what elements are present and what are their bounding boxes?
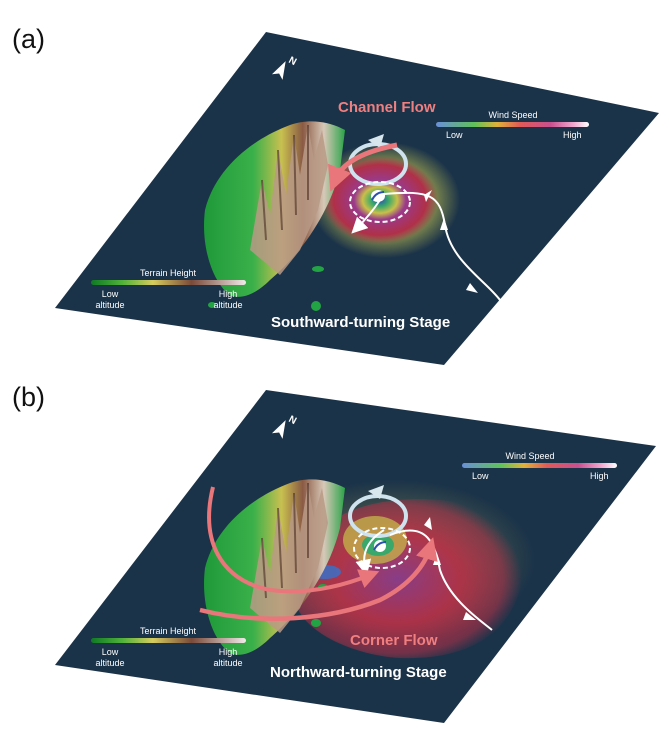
panel-b-label: (b) xyxy=(12,382,45,412)
wind-speed-legend: Wind Speed Low High xyxy=(462,451,617,481)
track-arrow xyxy=(440,218,448,230)
terrain-low-line1: Low xyxy=(102,289,119,299)
terrain-legend-low: Low xyxy=(102,647,119,657)
channel-flow-label: Channel Flow xyxy=(338,99,436,116)
terrain-colorbar xyxy=(91,280,246,285)
typhoon-track xyxy=(389,529,493,631)
terrain-legend-high: High xyxy=(219,647,238,657)
terrain-height-legend: Terrain Height Low altitude High altitud… xyxy=(91,268,246,310)
corner-flow-label: Corner Flow xyxy=(350,632,438,649)
deflection-arrow xyxy=(355,529,385,576)
track-arrow xyxy=(424,190,432,202)
terrain-legend-high-2: altitude xyxy=(213,300,242,310)
dashed-circulation xyxy=(353,527,411,569)
wind-legend-high: High xyxy=(563,130,582,140)
compass-north-label: N xyxy=(287,55,299,68)
terrain-legend-title: Terrain Height xyxy=(140,268,197,278)
terrain-colorbar xyxy=(91,638,246,643)
island-terrain xyxy=(204,479,345,655)
compass-north-label: N xyxy=(287,414,299,427)
terrain-legend-title: Terrain Height xyxy=(140,626,197,636)
panel-b: N Corner Flow Wind Speed xyxy=(55,390,656,723)
panel-a-label: (a) xyxy=(12,24,45,54)
track-arrow xyxy=(466,283,478,293)
vortex-arrow-icon xyxy=(368,485,384,499)
stage-title: Southward-turning Stage xyxy=(271,314,450,331)
wind-legend-title: Wind Speed xyxy=(505,451,554,461)
compass-icon xyxy=(271,61,286,80)
corner-flow-arrow-outer xyxy=(199,537,438,621)
wind-legend-high: High xyxy=(590,471,609,481)
panel-a: N Channel Flow Wind Speed xyxy=(55,32,659,365)
vortex-arrow-icon xyxy=(368,134,384,148)
terrain-height-legend: Terrain Height Low altitude High altitud… xyxy=(91,626,246,668)
stage-title: Northward-turning Stage xyxy=(270,664,447,681)
wind-colorbar xyxy=(436,122,589,127)
wind-legend-low: Low xyxy=(446,130,463,140)
wind-colorbar xyxy=(462,463,617,468)
channel-flow-arrow xyxy=(328,142,398,192)
track-arrow xyxy=(463,612,476,620)
terrain-high-line1: High xyxy=(219,289,238,299)
terrain-legend-low: Low xyxy=(102,289,119,299)
terrain-legend-low-2: altitude xyxy=(95,658,124,668)
wind-legend-low: Low xyxy=(472,471,489,481)
wind-legend-title: Wind Speed xyxy=(488,110,537,120)
island-terrain xyxy=(204,121,345,311)
wind-speed-legend: Wind Speed Low High xyxy=(436,110,589,140)
dashed-circulation xyxy=(349,181,411,223)
typhoon-symbol-icon xyxy=(373,541,387,551)
terrain-legend-high: High xyxy=(219,289,238,299)
compass-icon xyxy=(271,420,286,439)
terrain-legend-high-2: altitude xyxy=(213,658,242,668)
track-arrow xyxy=(424,517,432,530)
corner-flow-arrow-inner xyxy=(207,486,380,594)
deflection-arrow xyxy=(351,199,381,234)
typhoon-symbol-icon xyxy=(371,191,385,201)
terrain-legend-low-2: altitude xyxy=(95,300,124,310)
